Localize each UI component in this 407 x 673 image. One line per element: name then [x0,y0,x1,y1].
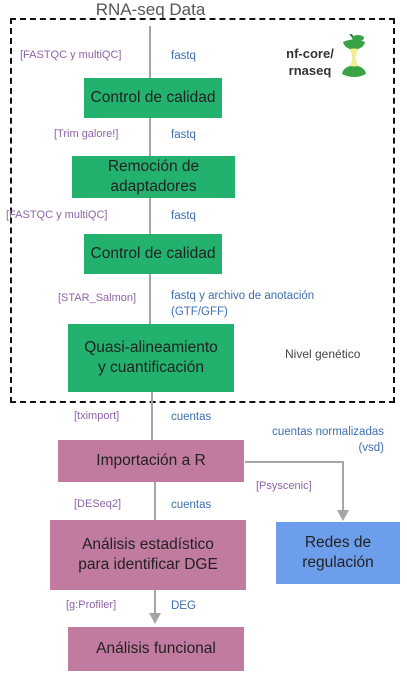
data-label: fastq [171,50,196,62]
branch-data-label: cuentas normalizadas (vsd) [248,424,384,456]
data-label-line-1: fastq y archivo de anotación [171,290,315,302]
branch-arrowhead [337,510,349,521]
step-box-quantification: Quasi-alineamiento y cuantificación [68,324,234,392]
diagram-title: RNA-seq Data [95,0,206,19]
connector-line [149,26,151,78]
level-note: Nivel genético [285,347,361,361]
tool-label: [STAR_Salmon] [58,292,137,304]
step-box-adapter-removal: Remoción de adaptadores [72,156,235,198]
data-label: DEG [171,600,196,612]
step-box-import-r: Importación a R [58,440,244,482]
connector-line [149,274,151,324]
pipeline-label: nf-core/ rnaseq [270,45,350,79]
step-box-quality-control: Control de calidad [84,234,222,274]
tool-label: [FASTQC y multiQC] [6,209,108,221]
tool-label: [DESeq2] [74,498,122,510]
branch-tool-label: [Psyscenic] [256,480,312,492]
tool-label: [Trim galore!] [54,128,119,140]
branch-data-line-2: (vsd) [358,442,384,454]
data-label-line-2: (GTF/GFF) [171,306,228,318]
data-label: cuentas [171,411,212,423]
step-box-regulation-networks: Redes de regulación [276,522,400,584]
arrowhead [149,613,161,624]
connector-line [154,482,156,520]
branch-arrow-line [245,461,344,512]
pipeline-label-line-2: rnaseq [288,63,332,78]
tool-label: [g:Profiler] [66,599,117,611]
connector-line [149,198,151,234]
data-label: fastq y archivo de anotación (GTF/GFF) [171,288,314,320]
step-box-functional-analysis: Análisis funcional [68,627,244,671]
connector-line [149,118,151,156]
tool-label: [FASTQC y multiQC] [20,49,122,61]
nfcore-region [10,18,395,403]
branch-data-line-1: cuentas normalizadas [272,426,384,438]
data-label: fastq [171,210,196,222]
data-label: fastq [171,129,196,141]
connector-line [151,392,153,440]
data-label: cuentas [171,499,212,511]
step-box-quality-control: Control de calidad [84,78,222,118]
tool-label: [tximport] [74,410,120,422]
apple-core-logo-icon [342,34,366,77]
pipeline-label-line-1: nf-core/ [286,46,334,61]
step-box-statistical-analysis: Análisis estadístico para identificar DG… [50,520,246,590]
